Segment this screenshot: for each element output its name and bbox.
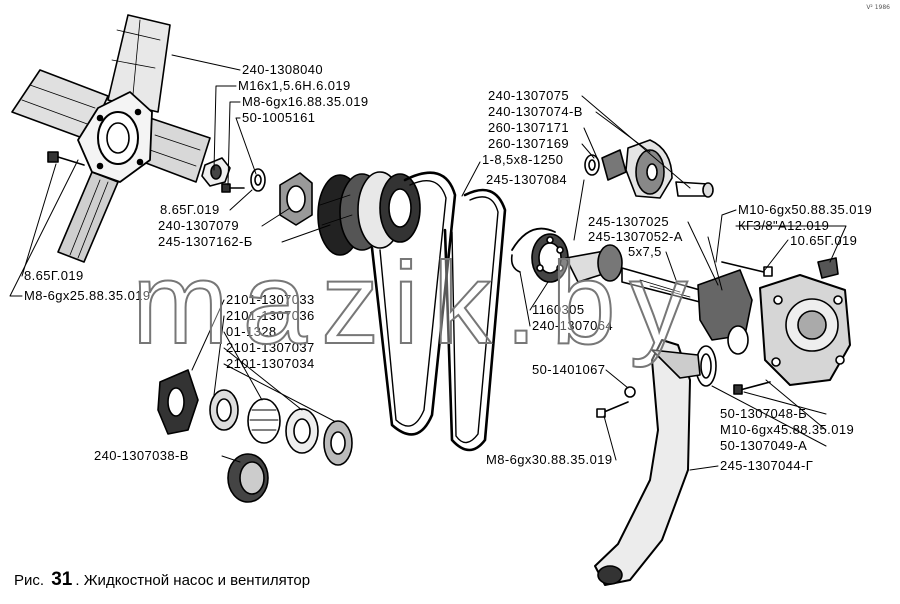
- part-label: 240-1307038-В: [94, 448, 189, 463]
- hub-part: [279, 172, 313, 226]
- pipe-fasteners: [596, 386, 636, 418]
- part-label: 245-1307052-А: [588, 229, 683, 244]
- part-label: 01-1328: [226, 324, 277, 339]
- gasket: [695, 345, 717, 387]
- caption-prefix: Рис.: [14, 572, 45, 589]
- part-label: 1160305: [532, 302, 585, 317]
- part-label: 50-1401067: [532, 362, 606, 377]
- part-label: 5x7,5: [628, 244, 662, 259]
- part-label: 2101-1307036: [226, 308, 315, 323]
- part-label: 50-1005161: [242, 110, 316, 125]
- caption-title: . Жидкостной насос и вентилятор: [75, 572, 311, 589]
- v-belts: [370, 171, 507, 452]
- part-label: 240-1307075: [488, 88, 570, 103]
- pulley-assembly: [317, 171, 421, 256]
- part-label: 240-1307064: [532, 318, 614, 333]
- part-label: 2101-1307033: [226, 292, 315, 307]
- part-label: 260-1307169: [488, 136, 570, 151]
- figure-caption: Рис. 31. Жидкостной насос и вентилятор: [14, 569, 310, 591]
- part-label: M8-6gx30.88.35.019: [486, 452, 613, 467]
- fan-assembly: [11, 14, 211, 263]
- part-label: 245-1307044-Г: [720, 458, 814, 473]
- part-label: 240-1308040: [242, 62, 324, 77]
- lower-left-parts: [157, 369, 353, 503]
- part-label: M8-6gx25.88.35.019: [24, 288, 151, 303]
- part-label: 8.65Г.019: [24, 268, 84, 283]
- part-label: M16x1,5.6H.6.019: [238, 78, 351, 93]
- pump-top-parts: [584, 139, 714, 199]
- part-label: M8-6gx16.88.35.019: [242, 94, 369, 109]
- inlet-pipe: [594, 339, 701, 586]
- snap-ring: [510, 227, 556, 273]
- part-label: 245-1307025: [588, 214, 670, 229]
- part-label: 240-1307079: [158, 218, 240, 233]
- caption-number: 31: [51, 569, 73, 590]
- part-label: 50-1307049-А: [720, 438, 808, 453]
- bearing-1160305: [531, 233, 569, 283]
- part-label: 2101-1307034: [226, 356, 315, 371]
- part-label: 1-8,5x8-1250: [482, 152, 564, 167]
- part-label: 50-1307048-Б: [720, 406, 808, 421]
- part-label: 10.65Г.019: [790, 233, 858, 248]
- part-label: 240-1307074-В: [488, 104, 583, 119]
- part-label: 245-1307162-Б: [158, 234, 253, 249]
- part-label: 2101-1307037: [226, 340, 315, 355]
- leader-lines: [9, 54, 847, 471]
- corner-mark: V² 1986: [866, 4, 890, 11]
- fan-fasteners: [47, 151, 266, 193]
- pump-housing: [697, 269, 851, 386]
- part-label: 260-1307171: [488, 120, 570, 135]
- part-label: КГЗ/8"А12.019: [738, 218, 830, 233]
- part-label: 245-1307084: [486, 172, 568, 187]
- pump-shaft: [565, 244, 701, 303]
- part-label: M10-6gx50.88.35.019: [738, 202, 873, 217]
- housing-fasteners: [721, 257, 839, 395]
- part-label: M10-6gx45.88.35.019: [720, 422, 855, 437]
- part-label: 8.65Г.019: [160, 202, 220, 217]
